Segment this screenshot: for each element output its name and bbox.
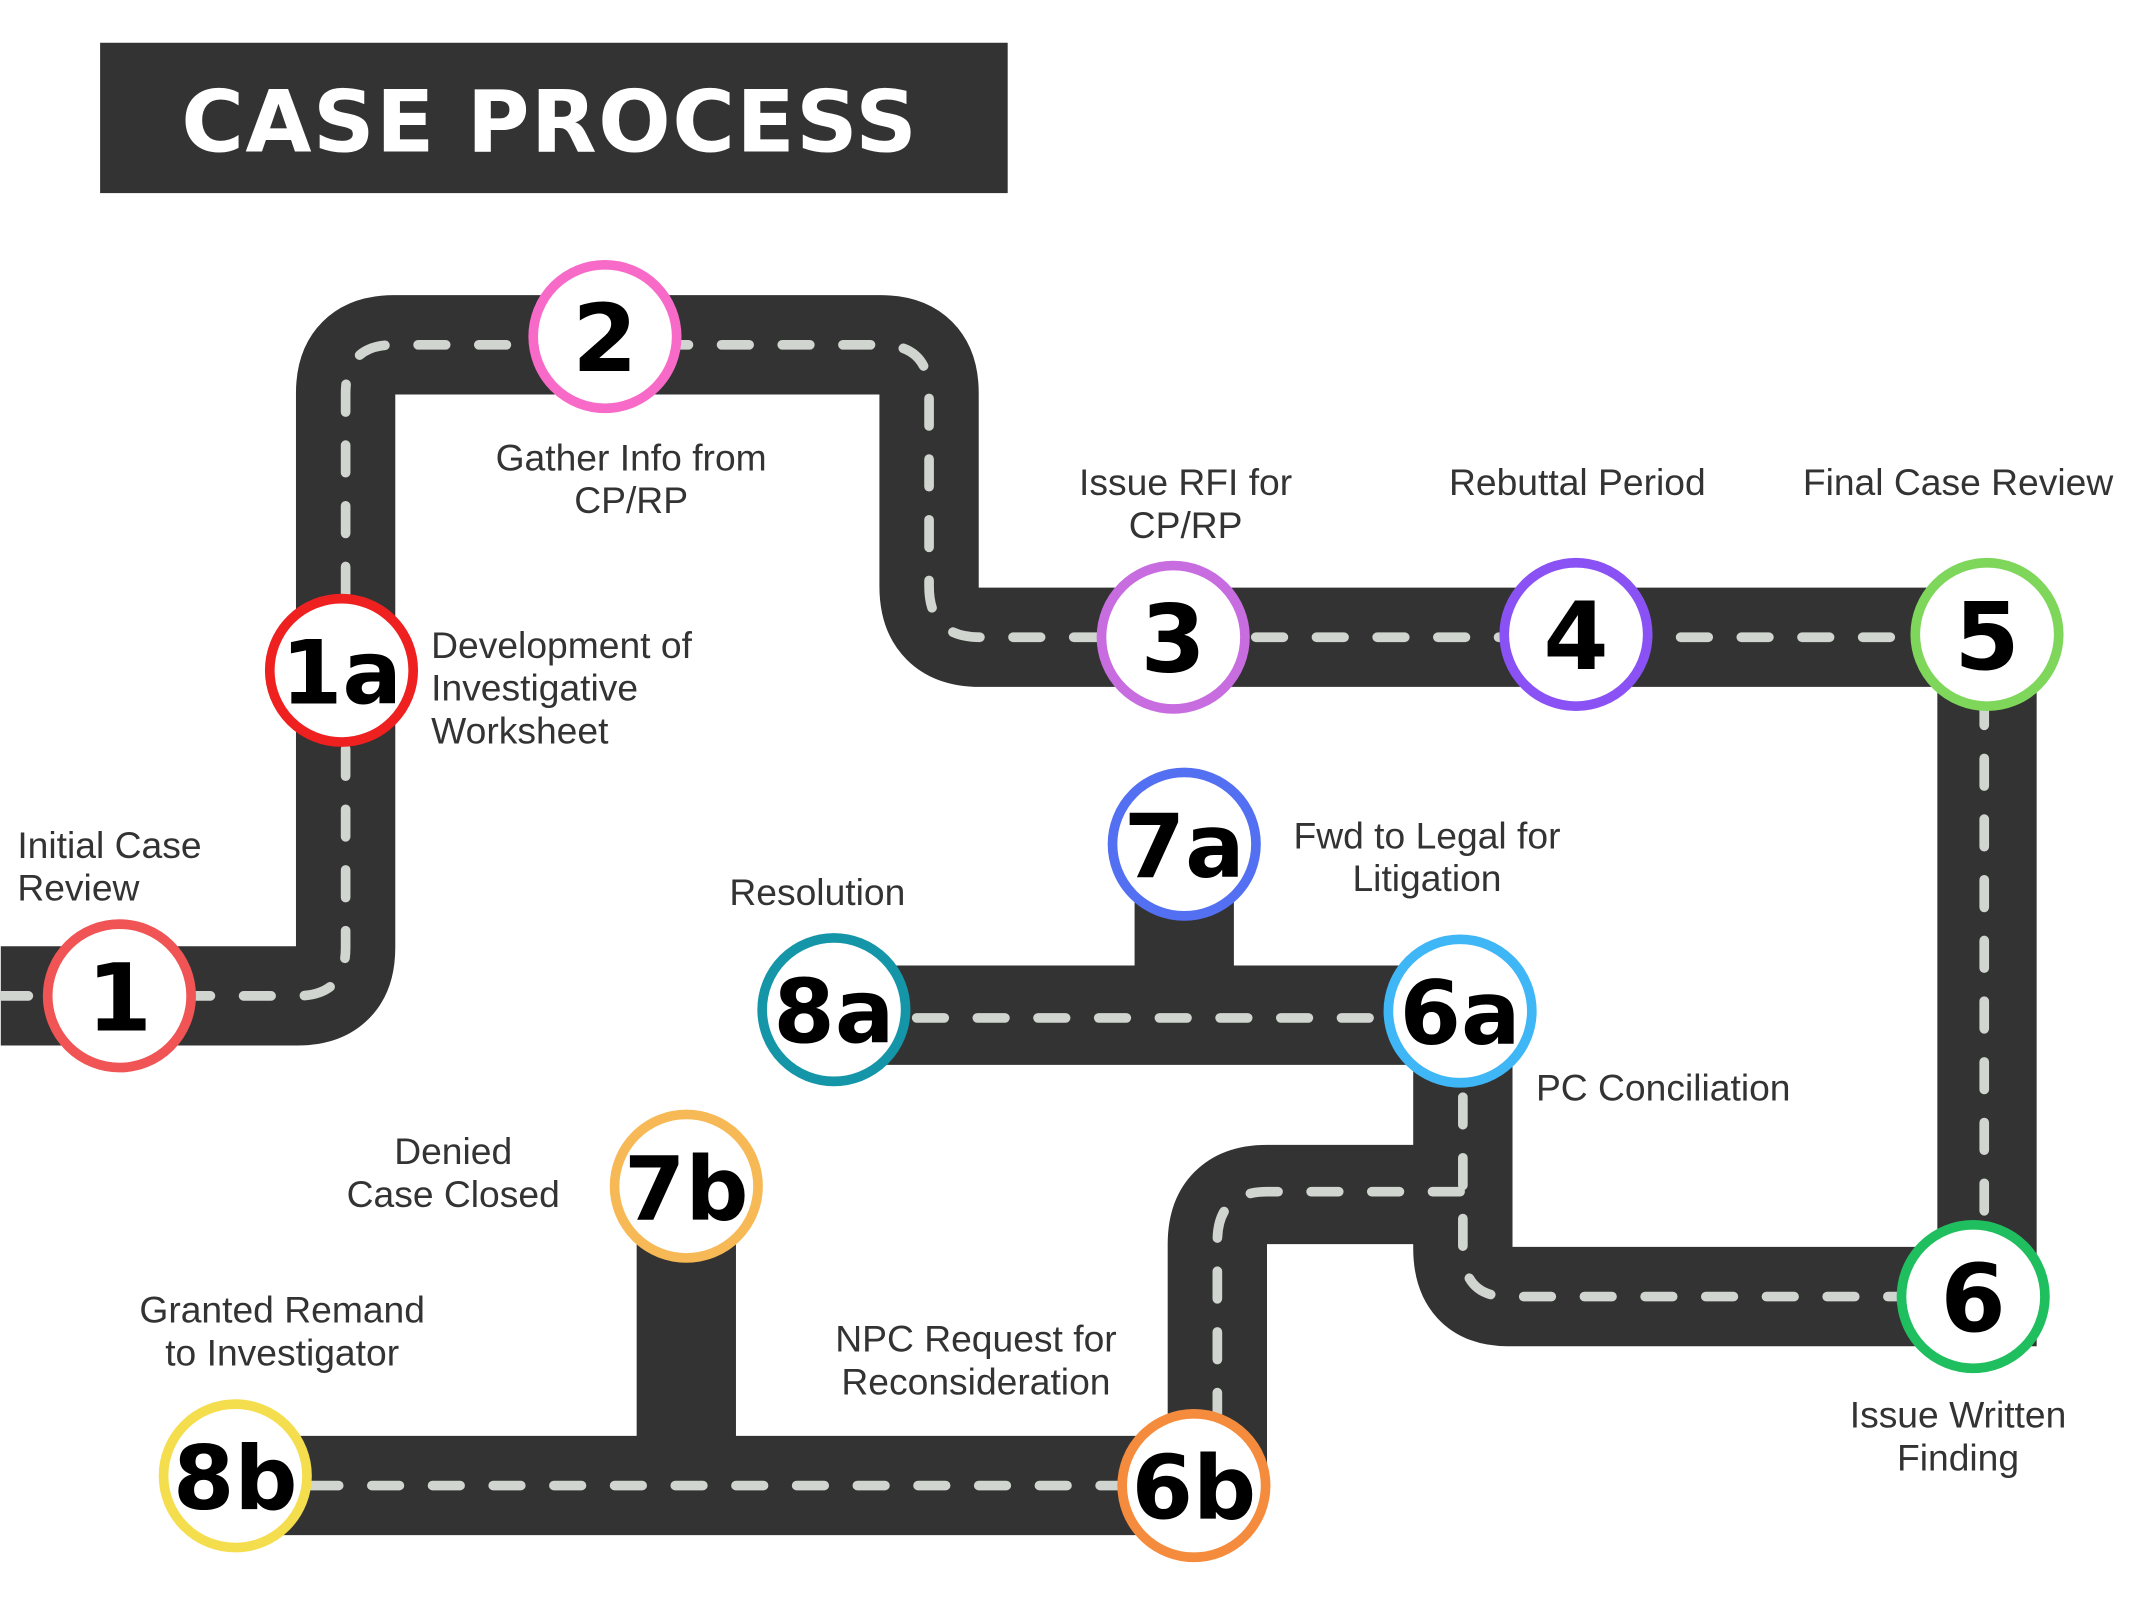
title-banner bbox=[100, 42, 1008, 194]
step-label-line: CP/RP bbox=[574, 479, 688, 521]
step-node-7a: 7a bbox=[1107, 767, 1261, 921]
step-label-line: Rebuttal Period bbox=[1449, 461, 1706, 503]
step-circle bbox=[757, 933, 911, 1087]
step-label-line: Issue RFI for bbox=[1079, 461, 1292, 503]
step-circle bbox=[1096, 560, 1250, 714]
title: CASE PROCESS bbox=[181, 74, 918, 173]
step-node-3: 3 bbox=[1096, 560, 1250, 714]
step-label-line: Finding bbox=[1897, 1436, 2019, 1478]
step-circle bbox=[528, 260, 682, 414]
step-label-line: to Investigator bbox=[165, 1332, 399, 1374]
step-circle bbox=[264, 593, 419, 747]
step-label-line: Final Case Review bbox=[1803, 461, 2114, 503]
dash-6b bbox=[1212, 1186, 1465, 1426]
step-label-line: Review bbox=[17, 867, 139, 909]
step-circle bbox=[1117, 1408, 1271, 1563]
step-circle bbox=[158, 1399, 312, 1553]
step-number: 6b bbox=[1132, 1437, 1257, 1540]
step-number: 7a bbox=[1124, 795, 1245, 898]
step-circle bbox=[1910, 557, 2064, 712]
dash-main bbox=[0, 340, 1990, 1302]
step-node-6a: 6a bbox=[1383, 934, 1537, 1088]
step-number: 8b bbox=[173, 1427, 298, 1530]
step-label-line: PC Conciliation bbox=[1536, 1067, 1791, 1109]
step-node-1: 1 bbox=[42, 919, 196, 1073]
step-label-line: NPC Request for bbox=[835, 1318, 1116, 1360]
step-circle bbox=[1383, 934, 1537, 1088]
step-label-line: Initial Case bbox=[17, 824, 201, 866]
step-circle bbox=[1499, 557, 1653, 712]
step-number: 6a bbox=[1400, 962, 1521, 1065]
step-node-6: 6 bbox=[1896, 1220, 2050, 1374]
step-label-line: Denied bbox=[394, 1130, 512, 1172]
nodes: 1 1a 2 3 4 5 6 6a 7a 8a 6b 7b 8b bbox=[42, 260, 2064, 1563]
step-circle bbox=[42, 919, 196, 1073]
step-node-7b: 7b bbox=[609, 1109, 763, 1263]
step-label-line: Issue Written bbox=[1850, 1394, 2067, 1436]
step-label-line: Investigative bbox=[431, 667, 638, 709]
step-node-6b: 6b bbox=[1117, 1408, 1271, 1563]
step-label-line: Gather Info from bbox=[496, 436, 767, 478]
step-label-line: Granted Remand bbox=[139, 1289, 425, 1331]
step-number: 8a bbox=[773, 961, 894, 1064]
step-circle bbox=[1896, 1220, 2050, 1374]
step-label-line: Case Closed bbox=[347, 1173, 560, 1215]
step-node-5: 5 bbox=[1910, 557, 2064, 712]
step-number: 1a bbox=[281, 621, 402, 724]
step-label-4: Rebuttal Period bbox=[1449, 461, 1706, 503]
step-node-1a: 1a bbox=[264, 593, 419, 747]
step-label-line: Development of bbox=[431, 624, 692, 666]
step-node-4: 4 bbox=[1499, 557, 1653, 712]
step-label-line: CP/RP bbox=[1129, 504, 1243, 546]
step-node-8b: 8b bbox=[158, 1399, 312, 1553]
step-label-8a: Resolution bbox=[729, 871, 905, 913]
step-label-line: Reconsideration bbox=[841, 1360, 1110, 1402]
step-number: 6 bbox=[1941, 1245, 2006, 1354]
step-label-line: Resolution bbox=[729, 871, 905, 913]
step-number: 4 bbox=[1543, 583, 1608, 692]
step-circle bbox=[1107, 767, 1261, 921]
step-number: 1 bbox=[87, 944, 152, 1053]
step-circle bbox=[609, 1109, 763, 1263]
step-number: 2 bbox=[572, 285, 637, 394]
step-label-line: Fwd to Legal for bbox=[1294, 814, 1561, 856]
step-label-line: Litigation bbox=[1352, 857, 1501, 899]
step-node-8a: 8a bbox=[757, 933, 911, 1087]
step-number: 7b bbox=[624, 1137, 749, 1240]
step-label-6a: PC Conciliation bbox=[1536, 1067, 1791, 1109]
step-label-5: Final Case Review bbox=[1803, 461, 2114, 503]
step-node-2: 2 bbox=[528, 260, 682, 414]
step-label-line: Worksheet bbox=[431, 709, 609, 751]
step-number: 5 bbox=[1954, 583, 2019, 692]
step-number: 3 bbox=[1141, 586, 1206, 695]
